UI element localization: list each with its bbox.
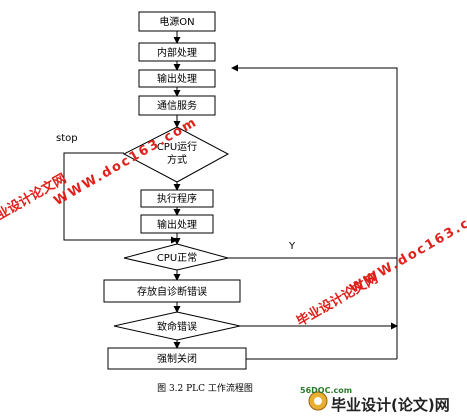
watermark-right-url-text: WWW.doc163.com	[347, 202, 467, 297]
node-cpu-normal-label: CPU正常	[157, 251, 197, 264]
node-store-diag-error: 存放自诊断错误	[103, 279, 241, 303]
loop-back-line	[231, 64, 398, 359]
edge-label-yes: Y	[288, 241, 296, 252]
node-cpu-mode: CPU运行 方式	[122, 126, 230, 183]
node-cpu-normal: CPU正常	[123, 243, 229, 271]
logo-domain: 56DOC.com	[300, 386, 352, 395]
connectors	[63, 31, 398, 360]
node-output-process-top: 输出处理	[138, 69, 216, 88]
node-store-diag-error-label: 存放自诊断错误	[137, 285, 207, 298]
node-output-process-top-label: 输出处理	[157, 72, 197, 85]
figure-caption: 图 3.2 PLC 工作流程图	[157, 382, 253, 394]
node-fatal-error-label: 致命错误	[157, 320, 197, 333]
site-logo: 56DOC.com 毕业设计(论文)网	[300, 386, 450, 414]
node-execute-program: 执行程序	[140, 189, 214, 208]
node-output-process: 输出处理	[140, 214, 214, 234]
node-internal-process-label: 内部处理	[157, 46, 197, 59]
node-execute-program-label: 执行程序	[157, 192, 197, 205]
node-cpu-mode-label-line2: 方式	[167, 153, 187, 166]
edge-label-stop: stop	[56, 133, 78, 144]
node-power-on-label: 电源ON	[159, 15, 194, 28]
node-force-close: 强制关闭	[107, 347, 247, 370]
node-internal-process: 内部处理	[138, 42, 216, 62]
node-comm-service: 通信服务	[138, 95, 216, 116]
node-output-process-label: 输出处理	[157, 218, 197, 231]
node-power-on: 电源ON	[138, 11, 216, 32]
node-comm-service-label: 通信服务	[157, 99, 197, 112]
node-fatal-error: 致命错误	[113, 311, 241, 341]
node-cpu-mode-label-line1: CPU运行	[157, 140, 197, 153]
node-force-close-label: 强制关闭	[157, 352, 197, 365]
stop-branch-line	[63, 152, 178, 244]
watermark-right-url: WWW.doc163.com	[347, 202, 467, 297]
logo-name: 毕业设计(论文)网	[331, 396, 450, 414]
